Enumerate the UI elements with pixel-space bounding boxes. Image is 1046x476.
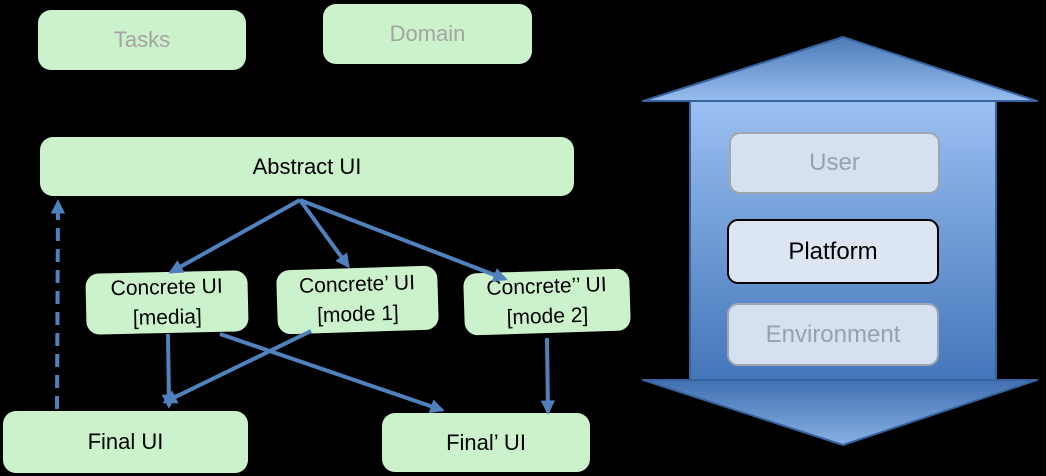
environment-box: Environment [727, 303, 939, 366]
arrow-concrete-mode2-to-final-prime [540, 337, 556, 415]
domain-label: Domain [389, 21, 466, 46]
concrete-ui-mode1-sublabel: [mode 1] [316, 301, 400, 328]
platform-label: Platform [788, 237, 878, 265]
platform-box: Platform [727, 219, 939, 284]
abstract-ui-box: Abstract UI [40, 137, 574, 196]
arrow-abstract-to-concrete-media [168, 198, 301, 274]
tasks-box: Tasks [38, 10, 246, 70]
concrete-ui-mode2-label: Concrete’’ UI [486, 273, 607, 301]
domain-box: Domain [323, 4, 532, 64]
arrow-concrete-mode1-to-final [162, 329, 312, 404]
concrete-ui-mode2-box: Concrete’’ UI [mode 2] [463, 268, 631, 336]
user-box: User [729, 132, 940, 194]
concrete-ui-mode2-sublabel: [mode 2] [506, 303, 589, 330]
arrow-concrete-media-to-final [161, 333, 177, 409]
tasks-label: Tasks [113, 27, 171, 52]
concrete-ui-media-sublabel: [media] [132, 304, 203, 330]
arrow-abstract-to-concrete-mode1 [298, 198, 350, 269]
arrow-concrete-media-to-final-prime [219, 332, 445, 414]
concrete-ui-media-box: Concrete UI [media] [85, 270, 249, 335]
final-prime-ui-label: Final’ UI [446, 429, 526, 455]
abstract-ui-label: Abstract UI [252, 153, 362, 179]
environment-label: Environment [765, 320, 901, 348]
final-prime-ui-box: Final’ UI [382, 413, 590, 472]
final-ui-label: Final UI [87, 429, 164, 454]
concrete-ui-mode1-label: Concrete’ UI [298, 271, 416, 299]
user-label: User [809, 149, 860, 176]
concrete-ui-media-label: Concrete UI [110, 274, 223, 301]
final-ui-box: Final UI [3, 411, 248, 473]
arrow-up-head [642, 36, 1038, 102]
dashed-arrow-final-to-abstract [50, 199, 66, 410]
concrete-ui-mode1-box: Concrete’ UI [mode 1] [276, 265, 439, 335]
arrow-down-head [642, 379, 1038, 446]
